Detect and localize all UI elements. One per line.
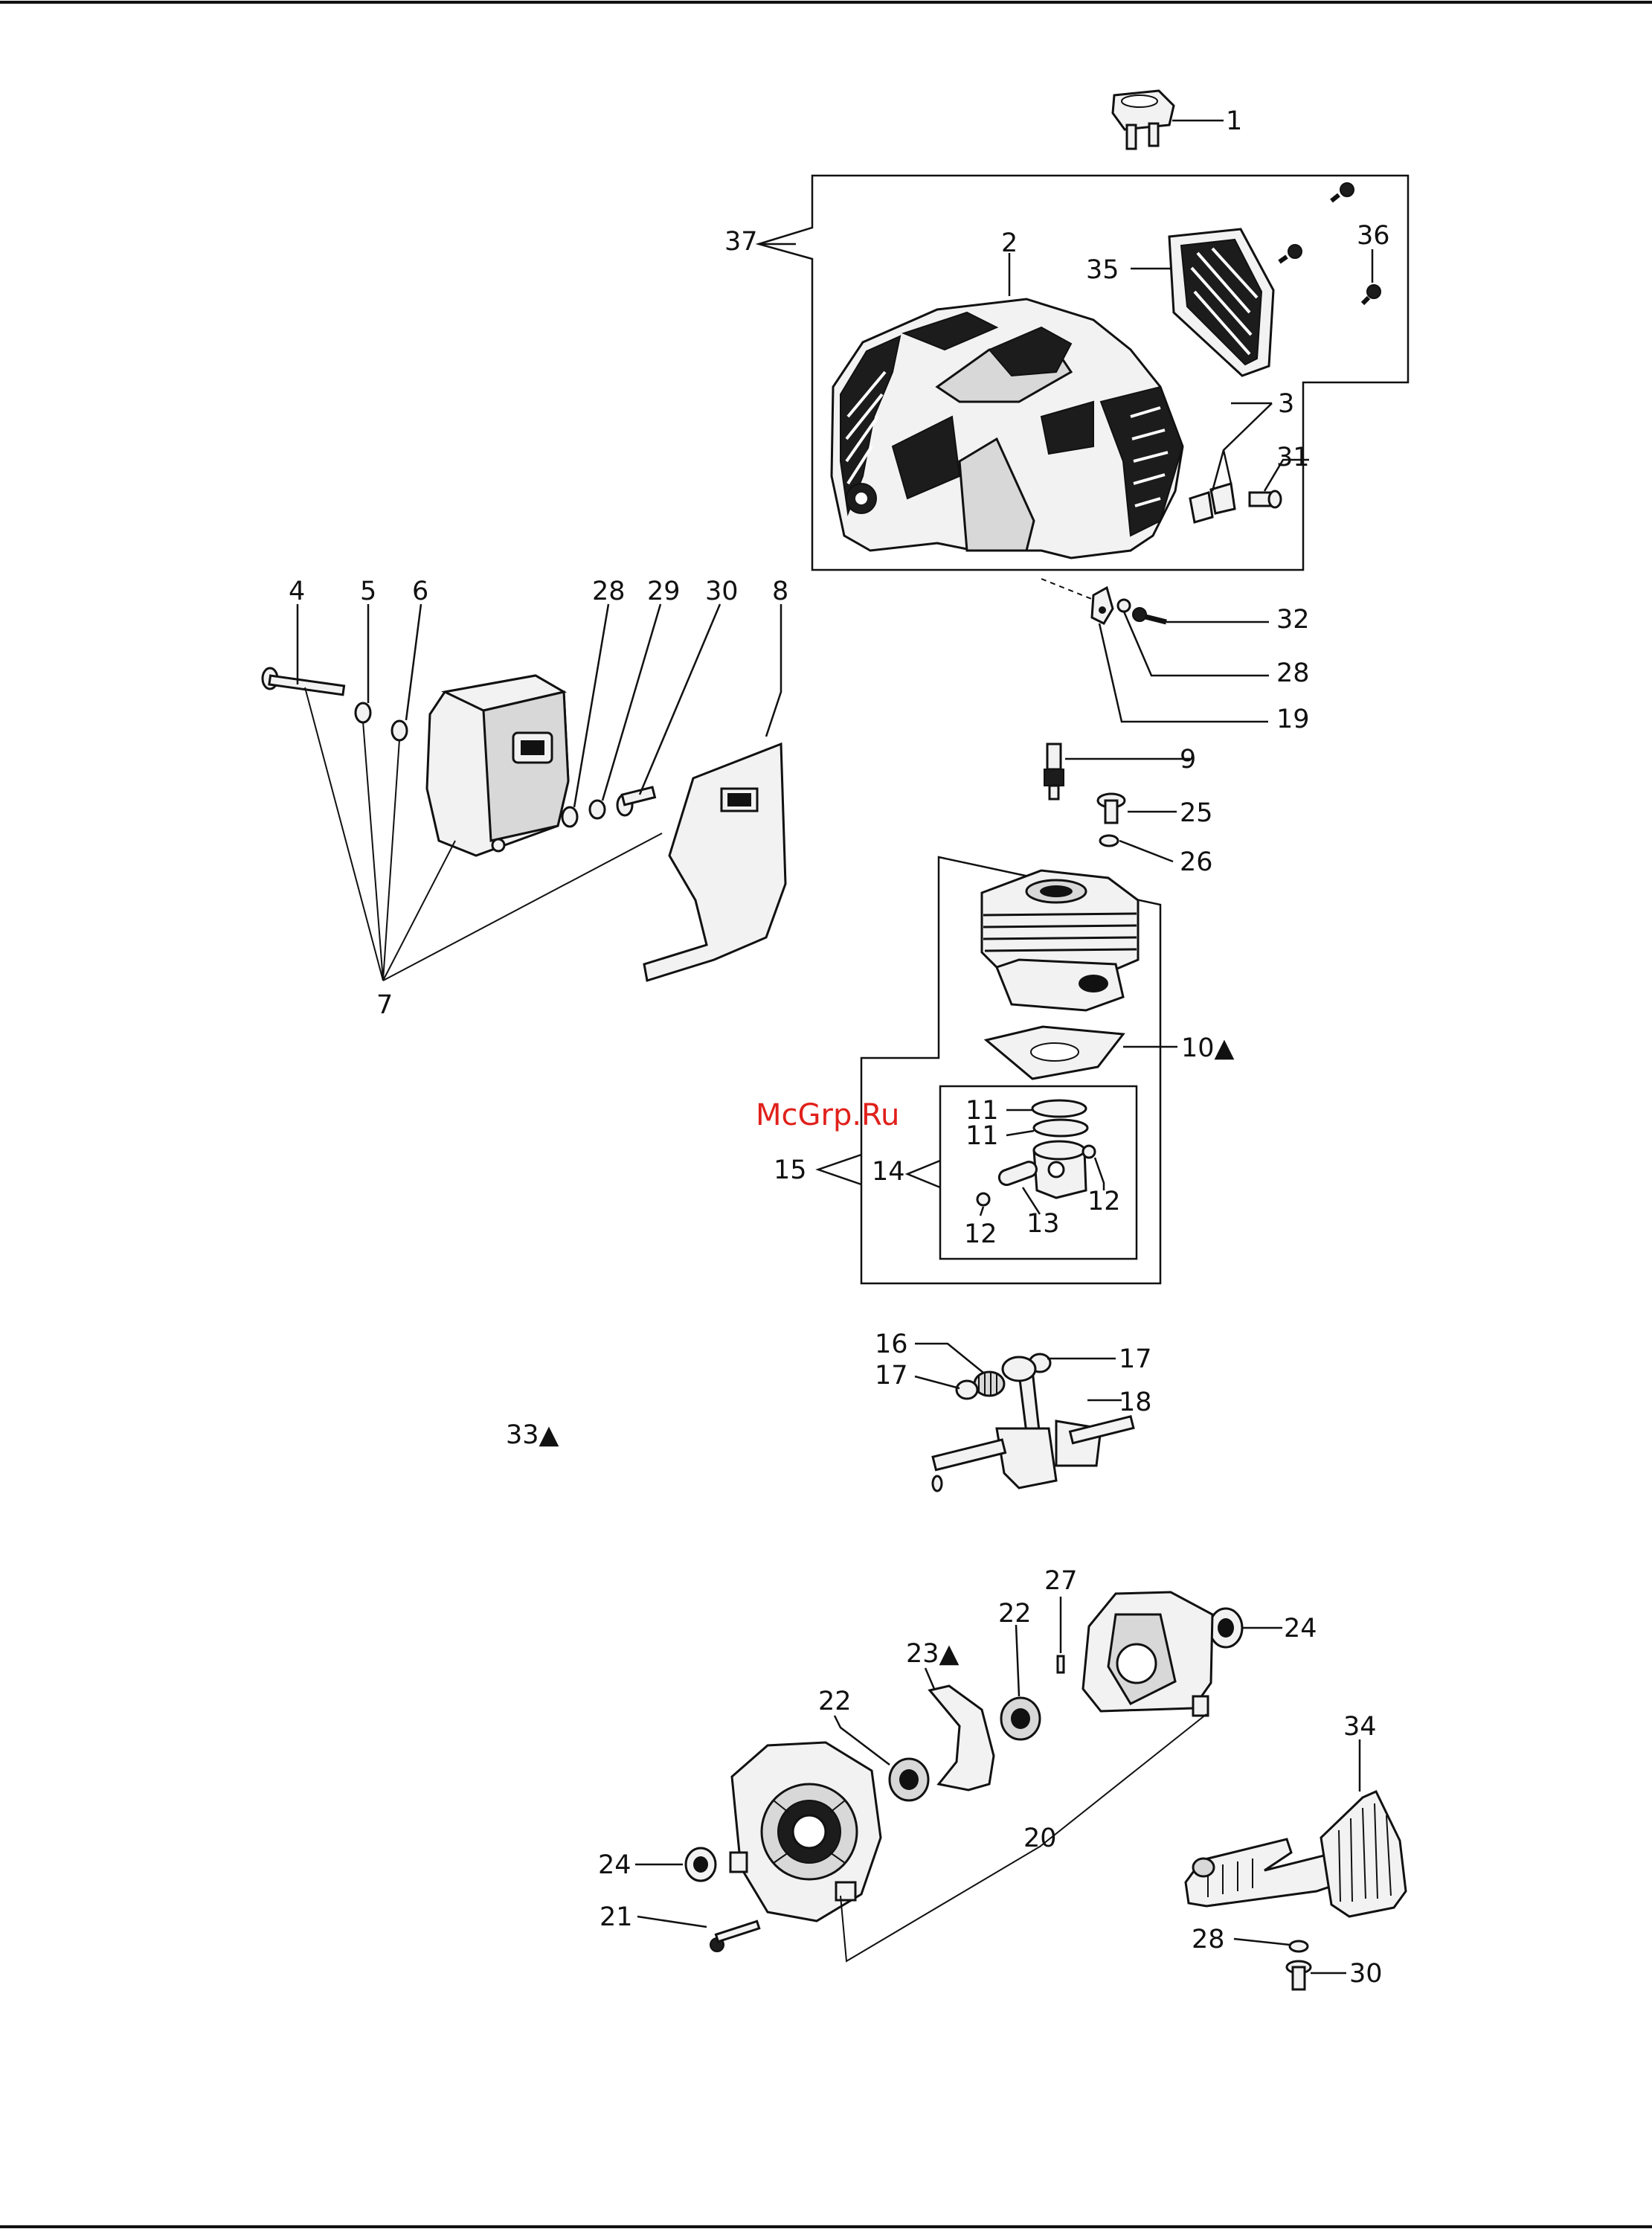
- callout-21: 21: [600, 1902, 633, 1932]
- callout-7: 7: [376, 990, 393, 1020]
- part-25-screw: [1098, 794, 1125, 823]
- watermark: McGrp.Ru: [756, 1098, 899, 1132]
- part-6-washer: [392, 721, 407, 740]
- callout-30-left: 30: [705, 577, 739, 606]
- part-12-clip-left: [977, 1193, 989, 1205]
- part-27-pin: [1058, 1656, 1064, 1672]
- callout-37: 37: [724, 227, 758, 257]
- part-19-bracket: [1092, 588, 1113, 623]
- part-21-bolt: [710, 1921, 759, 1951]
- part-29-washer: [590, 801, 605, 818]
- part-22-bearing-right: [1001, 1698, 1040, 1739]
- part-13-pin: [997, 1160, 1039, 1187]
- callout-12-right: 12: [1087, 1187, 1121, 1216]
- callout-22-right: 22: [998, 1599, 1032, 1629]
- part-18-crankshaft: [933, 1357, 1134, 1491]
- callout-23: 23▲: [906, 1639, 960, 1669]
- part-8-heat-shield: [644, 744, 785, 981]
- callout-15: 15: [774, 1155, 807, 1185]
- callout-27: 27: [1044, 1566, 1078, 1596]
- part-4-bolt: [263, 668, 344, 695]
- part-9-spark-plug: [1044, 744, 1064, 799]
- part-28-washer-bottom: [1290, 1941, 1308, 1951]
- callout-13: 13: [1026, 1209, 1060, 1239]
- callout-26: 26: [1180, 847, 1213, 877]
- callout-28-left: 28: [592, 577, 626, 606]
- part-24-seal-right: [1209, 1609, 1242, 1647]
- callout-1: 1: [1226, 106, 1242, 136]
- callout-28-bottom: 28: [1192, 1925, 1225, 1954]
- callout-33: 33▲: [506, 1420, 559, 1450]
- callout-19: 19: [1276, 705, 1310, 734]
- callout-12-left: 12: [964, 1219, 997, 1249]
- callout-28-top: 28: [1276, 658, 1310, 688]
- part-34-guard: [1186, 1792, 1406, 1917]
- part-12-clip-right: [1083, 1146, 1095, 1158]
- part-32-screw: [1133, 608, 1166, 622]
- callout-11-bottom: 11: [965, 1121, 999, 1151]
- callout-22-left: 22: [818, 1687, 852, 1716]
- callout-20: 20: [1023, 1824, 1057, 1853]
- part-26-washer: [1100, 836, 1118, 846]
- callout-3: 3: [1278, 389, 1294, 419]
- callout-17-left: 17: [875, 1361, 908, 1391]
- part-23-gasket: [930, 1686, 994, 1790]
- callout-9: 9: [1180, 745, 1196, 774]
- part-1-cap: [1113, 91, 1174, 149]
- callout-6: 6: [412, 577, 428, 606]
- part-30-screw-left: [617, 787, 655, 815]
- part-20-crankcase-right: [1083, 1592, 1212, 1716]
- part-10-cylinder: [982, 870, 1138, 1010]
- callout-4: 4: [289, 577, 305, 606]
- callout-5: 5: [360, 577, 376, 606]
- callout-18: 18: [1119, 1388, 1152, 1417]
- callout-2: 2: [1001, 228, 1018, 258]
- callout-10: 10▲: [1181, 1033, 1235, 1063]
- part-11-ring-top: [1032, 1100, 1086, 1117]
- callout-14: 14: [872, 1157, 905, 1187]
- part-31-bolt: [1250, 491, 1281, 507]
- part-24-seal-left: [686, 1848, 716, 1881]
- callout-30-bottom: 30: [1349, 1959, 1383, 1989]
- callout-35: 35: [1086, 255, 1119, 285]
- callout-32: 32: [1276, 605, 1310, 635]
- callout-17-right: 17: [1119, 1344, 1152, 1374]
- callout-16: 16: [875, 1330, 908, 1359]
- part-14-piston: [1034, 1141, 1086, 1198]
- callout-29: 29: [647, 577, 681, 606]
- part-7-muffler: [427, 676, 568, 856]
- part-28-washer-left: [562, 807, 577, 827]
- callout-24-right: 24: [1284, 1614, 1317, 1643]
- callout-25: 25: [1180, 798, 1213, 828]
- part-35-filter-cover: [1169, 229, 1273, 376]
- callout-34: 34: [1343, 1712, 1377, 1742]
- part-10-gasket: [986, 1027, 1123, 1079]
- part-16-needle-bearing: [974, 1372, 1004, 1396]
- part-2-engine-cover: [832, 299, 1183, 558]
- callout-36: 36: [1357, 221, 1390, 251]
- part-11-ring-bottom: [1034, 1120, 1087, 1136]
- part-22-bearing-left: [890, 1759, 928, 1800]
- callout-31: 31: [1276, 443, 1310, 472]
- part-20-crankcase-left: [730, 1742, 881, 1921]
- part-5-washer: [356, 703, 370, 722]
- part-17-washer-left: [957, 1381, 977, 1399]
- part-28-washer-top: [1118, 600, 1130, 612]
- callout-8: 8: [772, 577, 788, 606]
- part-30-screw-bottom: [1287, 1961, 1311, 1989]
- callout-24-left: 24: [598, 1850, 631, 1880]
